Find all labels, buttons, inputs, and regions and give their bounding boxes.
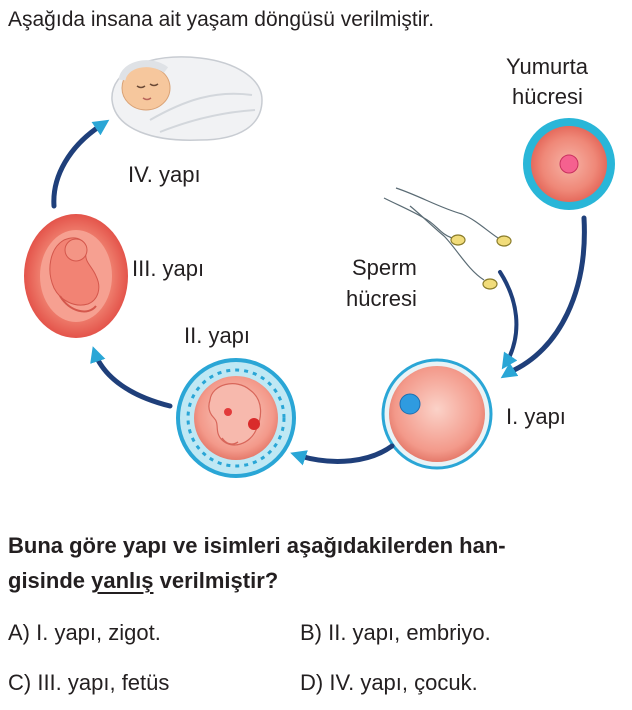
egg-label-line1: Yumurta	[506, 54, 588, 79]
option-a[interactable]: A) I. yapı, zigot.	[8, 620, 161, 645]
arrow-egg-to-zygote	[507, 215, 587, 375]
cycle-arrows	[51, 119, 587, 466]
arrow-sperm-to-zygote	[498, 270, 519, 362]
option-d[interactable]: D) IV. yapı, çocuk.	[300, 670, 478, 695]
life-cycle-diagram	[24, 56, 615, 478]
egg-cell-illustration	[523, 118, 615, 210]
arrow-zygote-to-embryo	[297, 443, 395, 464]
embryo-illustration	[176, 358, 296, 478]
structure-iv-label: IV. yapı	[128, 162, 201, 187]
intro-text: Aşağıda insana ait yaşam döngüsü verilmi…	[8, 8, 435, 31]
arrow-fetus-to-baby	[51, 123, 103, 209]
option-b[interactable]: B) II. yapı, embriyo.	[300, 620, 491, 645]
egg-label-line2: hücresi	[512, 84, 583, 109]
sperm-label-line2: hücresi	[346, 286, 417, 311]
baby-illustration	[111, 56, 263, 141]
structure-iii-label: III. yapı	[132, 256, 205, 281]
zygote-illustration	[381, 358, 493, 470]
arrow-embryo-to-fetus	[93, 353, 173, 409]
question-text: Buna göre yapı ve isimleri aşağıdakilerd…	[8, 533, 506, 593]
fetus-illustration	[24, 214, 128, 338]
structure-ii-label: II. yapı	[184, 323, 251, 348]
sperm-label-line1: Sperm	[352, 255, 417, 280]
structure-i-label: I. yapı	[506, 404, 566, 429]
sperm-cells-illustration	[383, 187, 512, 290]
emphasis-underline: yanlış	[91, 568, 154, 593]
option-c[interactable]: C) III. yapı, fetüs	[8, 670, 170, 695]
